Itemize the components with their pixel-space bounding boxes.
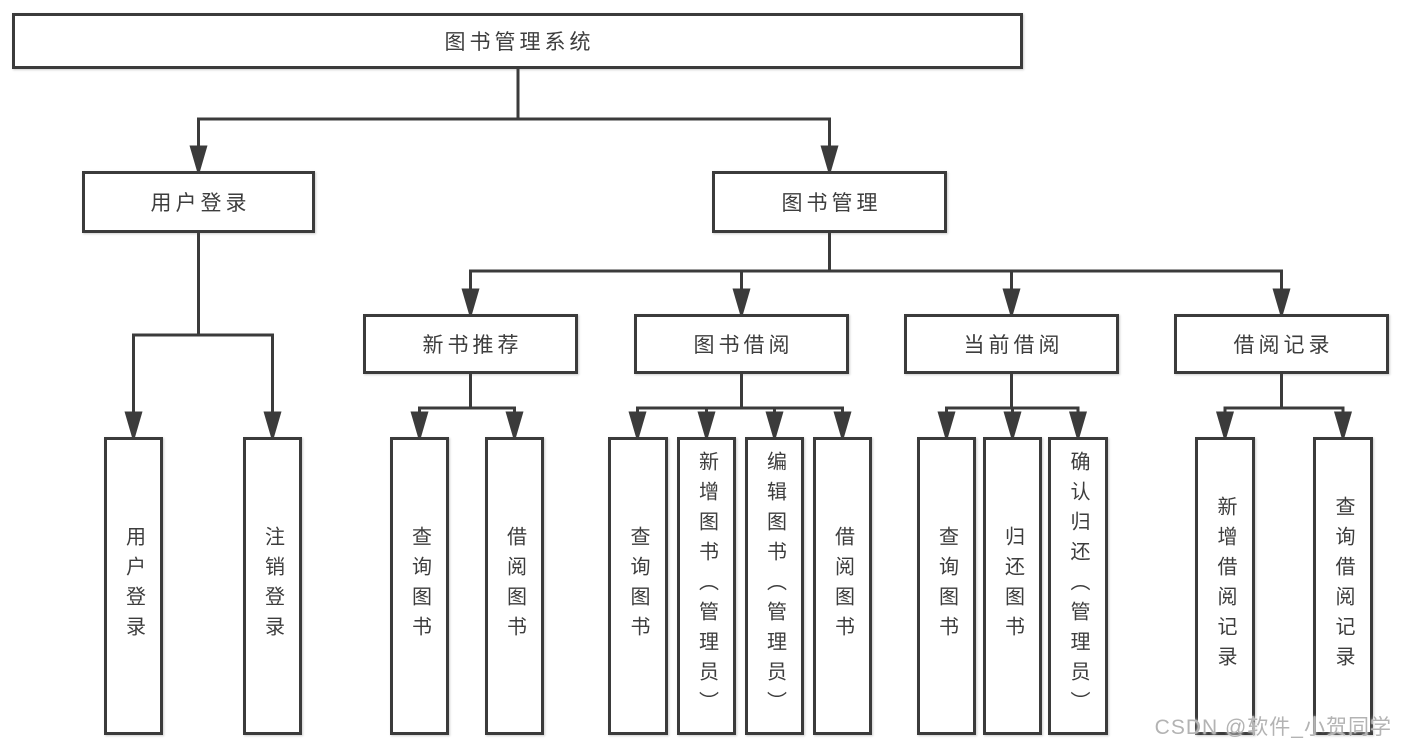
node-label: 用户登录 [150,192,251,215]
node-borrow-records: 借阅记录 [1174,314,1389,374]
leaf-label: 新增借阅记录 [1214,496,1236,676]
node-book-management: 图书管理 [712,171,947,233]
node-label: 新书推荐 [422,334,523,357]
leaf-borrow-book: 借阅图书 [813,437,872,735]
leaf-user-login: 用户登录 [104,437,163,735]
leaf-confirm-return-admin: 确认归还（管理员） [1048,437,1108,735]
leaf-label: 归还图书 [1001,526,1024,646]
leaf-label: 新增图书（管理员） [695,451,718,721]
node-label: 图书借阅 [693,334,794,357]
node-current-borrowing: 当前借阅 [904,314,1119,374]
leaf-label: 用户登录 [122,526,145,646]
leaf-label: 编辑图书（管理员） [763,451,786,721]
leaf-label: 确认归还（管理员） [1067,451,1089,721]
node-label: 图书管理 [781,192,882,215]
leaf-label: 查询图书 [408,526,431,646]
leaf-query-book-recommend: 查询图书 [390,437,449,735]
leaf-logout: 注销登录 [243,437,302,735]
leaf-label: 借阅图书 [831,526,854,646]
leaf-edit-book-admin: 编辑图书（管理员） [745,437,804,735]
node-book-borrowing: 图书借阅 [634,314,849,374]
node-root-system: 图书管理系统 [12,13,1023,69]
leaf-return-book: 归还图书 [983,437,1042,735]
leaf-query-book-borrowing: 查询图书 [608,437,668,735]
leaf-add-book-admin: 新增图书（管理员） [677,437,736,735]
node-label: 当前借阅 [963,334,1064,357]
node-label: 借阅记录 [1233,334,1334,357]
node-label: 图书管理系统 [444,31,595,54]
leaf-borrow-book-recommend: 借阅图书 [485,437,544,735]
node-user-login: 用户登录 [82,171,315,233]
leaf-add-borrow-record: 新增借阅记录 [1195,437,1255,735]
leaf-label: 查询图书 [627,526,649,646]
leaf-label: 查询图书 [935,526,958,646]
leaf-label: 注销登录 [261,526,284,646]
leaf-label: 借阅图书 [503,526,526,646]
leaf-query-book-current: 查询图书 [917,437,976,735]
node-new-book-recommend: 新书推荐 [363,314,578,374]
leaf-query-borrow-record: 查询借阅记录 [1313,437,1373,735]
leaf-label: 查询借阅记录 [1332,496,1354,676]
csdn-watermark: CSDN @软件_小贺同学 [1154,716,1392,739]
